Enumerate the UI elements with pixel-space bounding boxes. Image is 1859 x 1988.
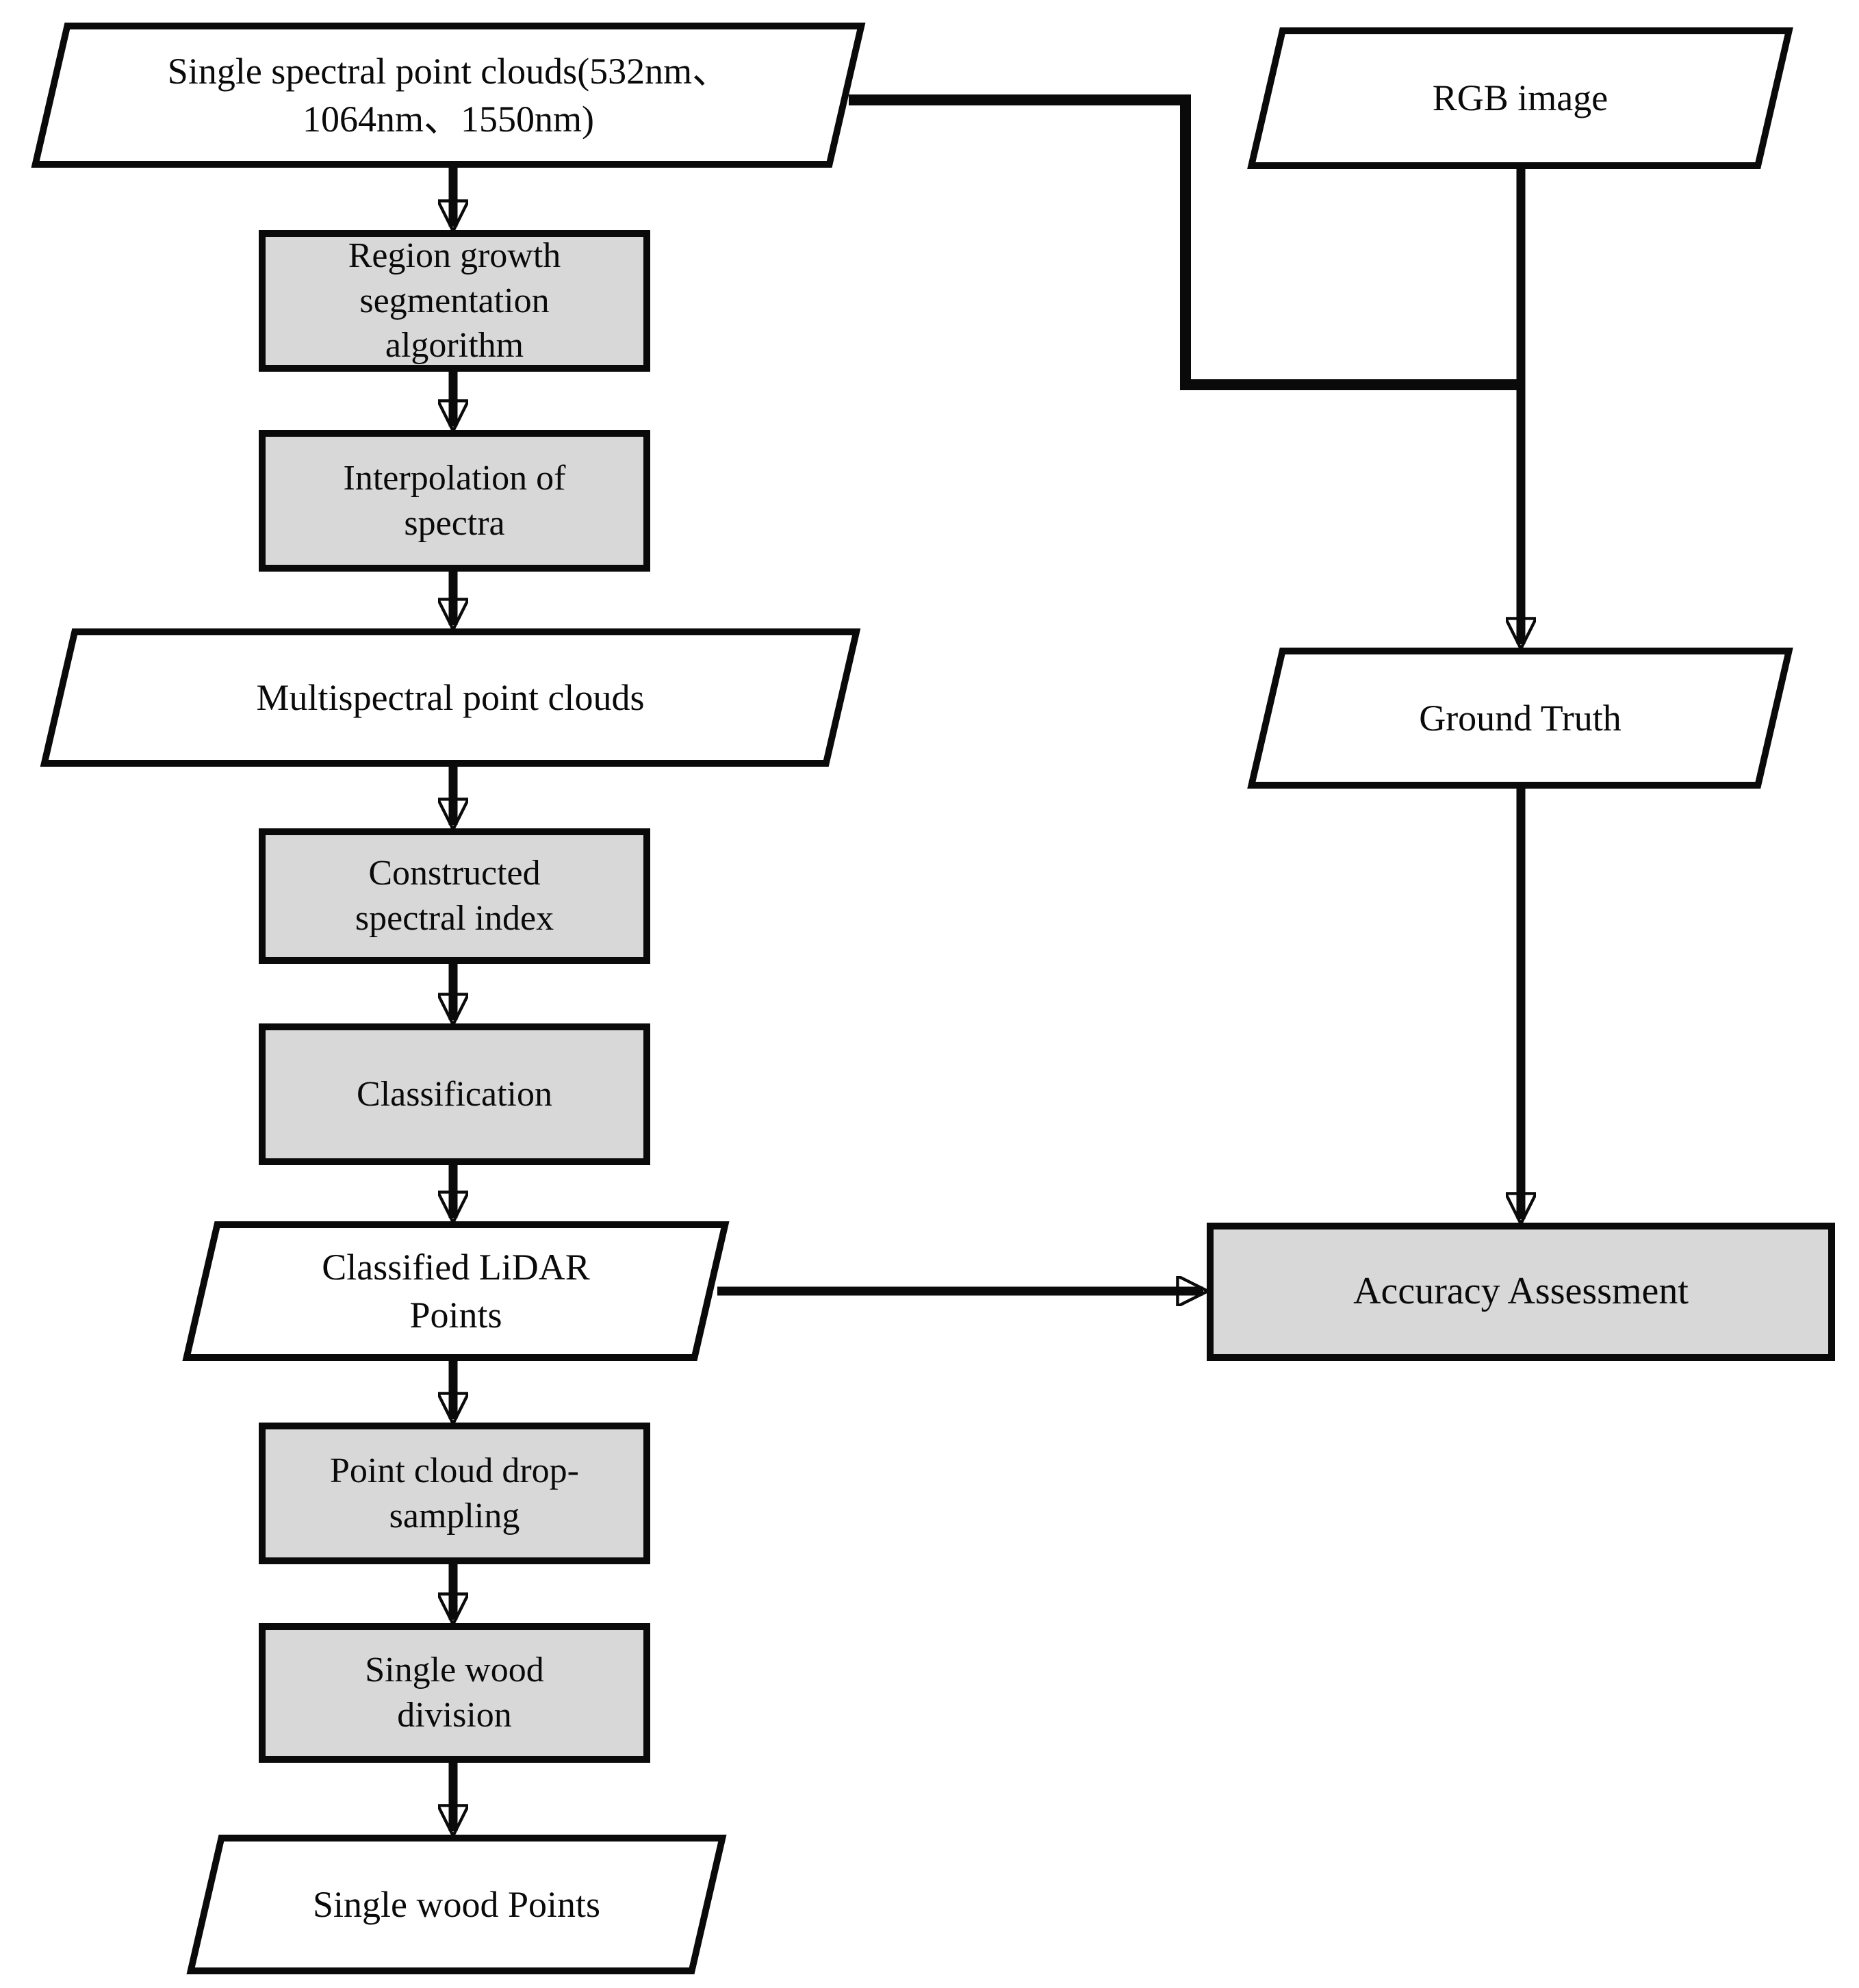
node-label-line: Point cloud drop- <box>330 1451 579 1490</box>
node-label-line: Interpolation of <box>343 458 566 498</box>
node-label-line: Classification <box>357 1074 552 1114</box>
node-label-line: Region growth <box>348 236 561 276</box>
node-label-line: Classified LiDAR <box>322 1246 590 1288</box>
edge-single-spectral-to-ground-truth-line <box>849 94 1517 390</box>
node-label-line: division <box>397 1696 512 1735</box>
node-region-growth-segmentation: Region growth segmentation algorithm <box>259 230 650 372</box>
node-classification: Classification <box>259 1023 650 1165</box>
node-point-cloud-drop-sampling: Point cloud drop- sampling <box>259 1423 650 1564</box>
node-label-line: Points <box>409 1295 502 1336</box>
node-label: Ground Truth <box>1264 648 1777 789</box>
node-label-line: RGB image <box>1432 77 1608 119</box>
node-label-line: Accuracy Assessment <box>1353 1270 1689 1313</box>
node-rgb-image: RGB image <box>1247 27 1793 169</box>
node-label-line: Single spectral point clouds(532nm、 <box>167 50 730 92</box>
node-ground-truth: Ground Truth <box>1247 648 1793 789</box>
node-accuracy-assessment: Accuracy Assessment <box>1207 1223 1835 1361</box>
node-label: Single spectral point clouds(532nm、 1064… <box>48 23 849 168</box>
node-label-line: sampling <box>389 1496 520 1535</box>
node-constructed-spectral-index: Constructed spectral index <box>259 828 650 964</box>
node-interpolation-of-spectra: Interpolation of spectra <box>259 430 650 572</box>
node-label-line: segmentation <box>359 281 550 320</box>
node-single-spectral-point-clouds: Single spectral point clouds(532nm、 1064… <box>31 23 866 168</box>
node-multispectral-point-clouds: Multispectral point clouds <box>40 628 861 767</box>
node-single-wood-points: Single wood Points <box>186 1835 727 1974</box>
node-label-line: spectra <box>404 503 505 543</box>
node-classified-lidar-points: Classified LiDAR Points <box>182 1221 730 1361</box>
node-label-line: algorithm <box>385 326 524 366</box>
node-label-line: Constructed <box>368 854 541 893</box>
node-label: Single wood Points <box>203 1835 710 1974</box>
node-label-line: Ground Truth <box>1419 697 1621 739</box>
node-label-line: spectral index <box>355 899 554 938</box>
node-label: RGB image <box>1264 27 1777 169</box>
node-label-line: Single wood <box>365 1651 544 1690</box>
node-label-line: 1064nm、1550nm) <box>303 99 594 140</box>
node-label-line: Single wood Points <box>312 1883 601 1925</box>
node-single-wood-division: Single wood division <box>259 1623 650 1763</box>
node-label: Multispectral point clouds <box>56 628 845 767</box>
node-label-line: Multispectral point clouds <box>256 676 645 718</box>
node-label: Classified LiDAR Points <box>198 1221 713 1361</box>
